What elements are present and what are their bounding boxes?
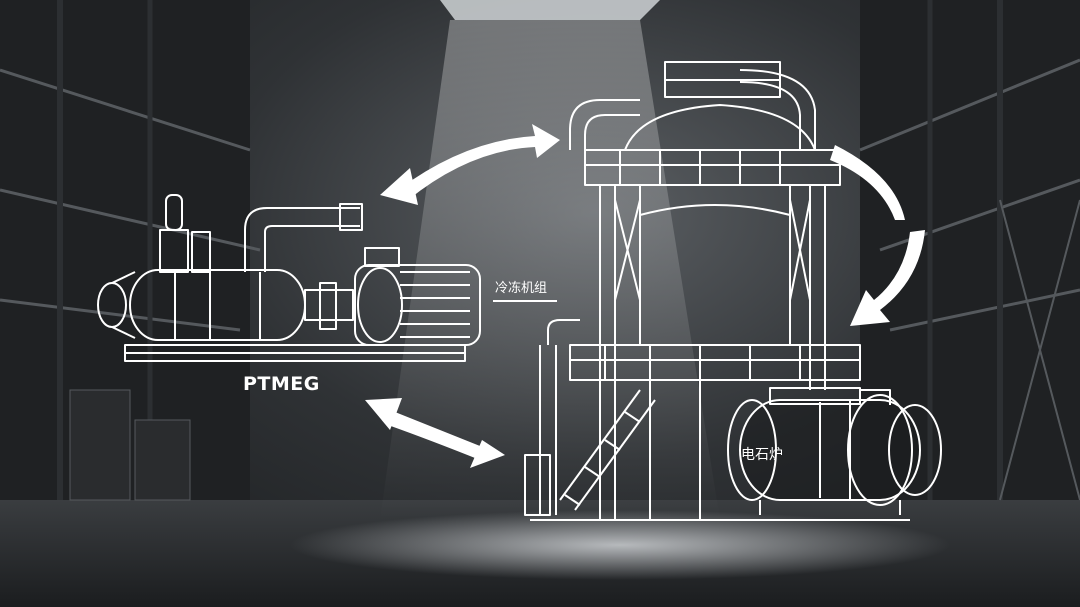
floor-light	[290, 510, 950, 580]
arrow-tower-right-curve	[830, 145, 925, 326]
pump-drawing	[97, 194, 481, 362]
arrow-pump-to-furnace	[365, 398, 505, 468]
pump-label: PTMEG	[243, 373, 320, 395]
left-building-structure	[0, 0, 261, 501]
furnace-drawing	[727, 387, 942, 515]
arrow-pump-to-tower	[380, 124, 560, 205]
tower-drawing	[524, 61, 910, 521]
skylight	[380, 0, 720, 520]
chiller-label-underline	[493, 300, 557, 302]
furnace-label: 电石炉	[741, 447, 783, 463]
chiller-label: 冷冻机组	[495, 281, 548, 296]
